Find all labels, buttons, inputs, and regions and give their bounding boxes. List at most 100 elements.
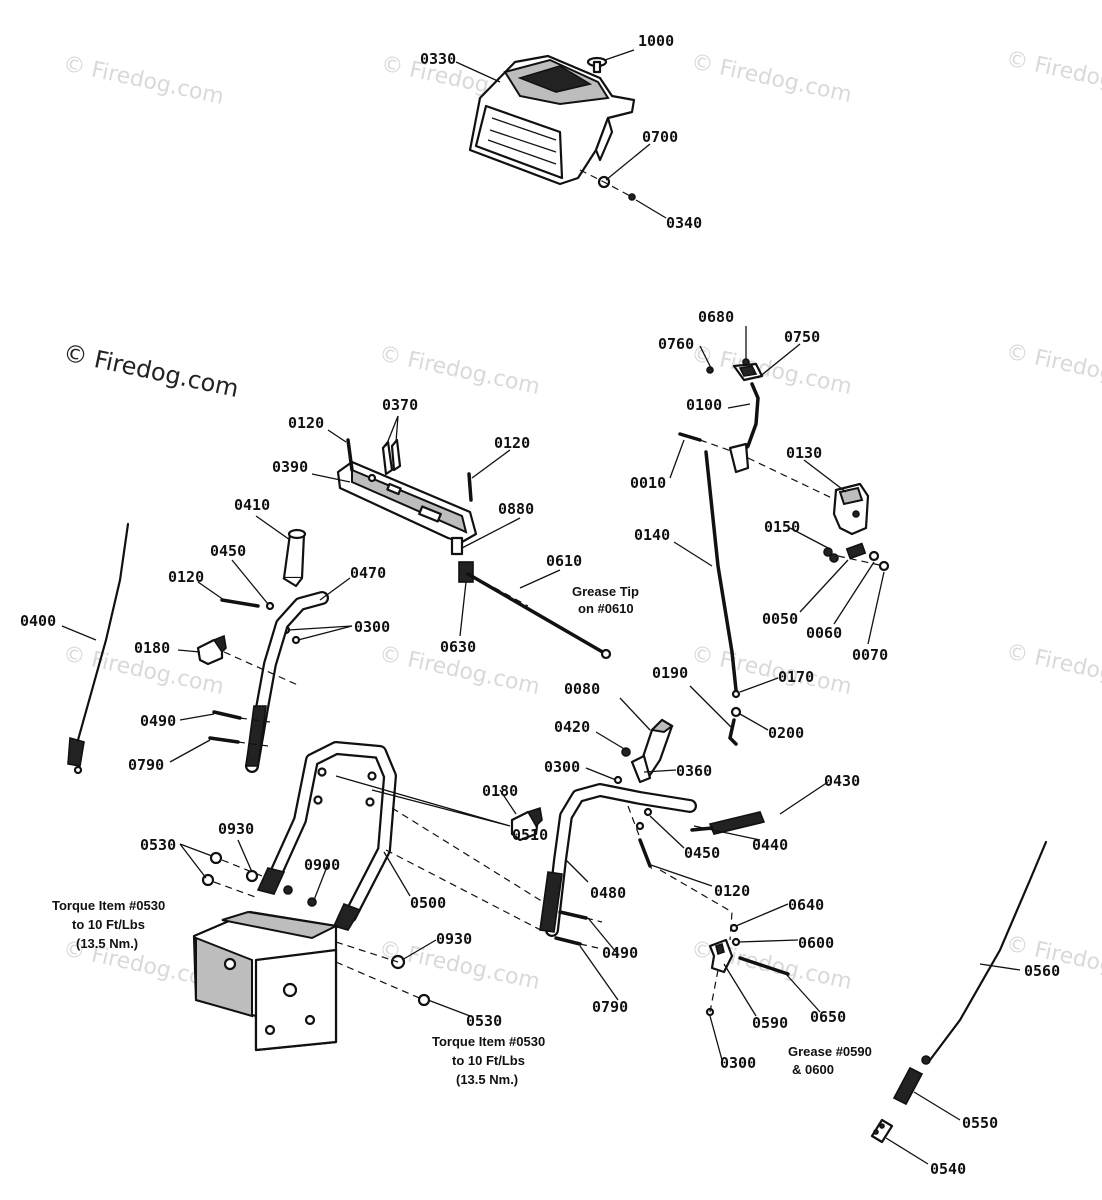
label-0050: 0050 xyxy=(762,610,798,628)
label-0120: 0120 xyxy=(494,434,530,452)
shift-rod-0140 xyxy=(704,450,738,692)
note-torque-left: Torque Item #0530 xyxy=(52,898,165,913)
label-0750: 0750 xyxy=(784,328,820,346)
watermark: © Firedog.com xyxy=(689,49,854,107)
spring-0650 xyxy=(738,956,790,976)
bracket-0130 xyxy=(832,482,870,536)
label-0790: 0790 xyxy=(128,756,164,774)
label-0450: 0450 xyxy=(684,844,720,862)
cap-1000 xyxy=(586,56,608,74)
label-0410: 0410 xyxy=(234,496,270,514)
bolt-0790 xyxy=(208,736,240,744)
grip-0430 xyxy=(690,811,766,835)
label-0640: 0640 xyxy=(788,896,824,914)
spacer-0880 xyxy=(450,536,464,556)
washer-0900 xyxy=(283,885,317,907)
part-labels: 1000 0330 0700 0340 0680 0760 0750 0100 … xyxy=(20,32,1060,1178)
watermark-main: © Firedog.com xyxy=(61,338,241,403)
label-0930: 0930 xyxy=(218,820,254,838)
label-0190: 0190 xyxy=(652,664,688,682)
screw-0340 xyxy=(628,193,636,201)
nuts-0530-left xyxy=(201,851,223,887)
note-grease-tip: Grease Tip xyxy=(572,584,639,599)
label-0140: 0140 xyxy=(634,526,670,544)
clip-0180 xyxy=(510,806,543,842)
bolt-0790 xyxy=(554,936,582,946)
washer-0930 xyxy=(245,869,259,883)
upper-handle-right-0480 xyxy=(539,783,697,937)
bracket-0360 xyxy=(630,754,652,784)
label-0300: 0300 xyxy=(544,758,580,776)
end-0540 xyxy=(870,1118,894,1144)
frame-plate xyxy=(192,910,340,1052)
label-0420: 0420 xyxy=(554,718,590,736)
dash-panel-cover xyxy=(468,54,636,186)
bracket-0590 xyxy=(708,938,734,974)
label-0300: 0300 xyxy=(720,1054,756,1072)
label-0900: 0900 xyxy=(304,856,340,874)
pin-0450 xyxy=(265,601,275,611)
washer-0420 xyxy=(621,747,631,757)
label-0400: 0400 xyxy=(20,612,56,630)
washer-0200 xyxy=(730,706,742,718)
watermark: © Firedog.com xyxy=(1004,639,1102,697)
note-torque-left: to 10 Ft/Lbs xyxy=(72,917,145,932)
label-0100: 0100 xyxy=(686,396,722,414)
end-0190 xyxy=(728,718,738,746)
label-0170: 0170 xyxy=(778,668,814,686)
label-0450: 0450 xyxy=(210,542,246,560)
label-0130: 0130 xyxy=(786,444,822,462)
label-0370: 0370 xyxy=(382,396,418,414)
note-torque-bottom: Torque Item #0530 xyxy=(432,1034,545,1049)
label-0440: 0440 xyxy=(752,836,788,854)
note-grease-tip: on #0610 xyxy=(578,601,634,616)
label-0180: 0180 xyxy=(134,639,170,657)
spring-0630 xyxy=(458,561,474,583)
cable-0560 xyxy=(921,840,1048,1065)
panel-bracket-0390 xyxy=(336,460,478,544)
label-0630: 0630 xyxy=(440,638,476,656)
label-0530: 0530 xyxy=(466,1012,502,1030)
nut-0760 xyxy=(706,366,714,374)
label-0150: 0150 xyxy=(764,518,800,536)
label-0340: 0340 xyxy=(666,214,702,232)
label-0500: 0500 xyxy=(410,894,446,912)
lower-handle-0500 xyxy=(256,741,397,931)
bolts-0370 xyxy=(381,438,402,476)
pin-0440 xyxy=(643,807,653,817)
grip-0410 xyxy=(282,528,307,588)
label-0330: 0330 xyxy=(420,50,456,68)
note-torque-bottom: (13.5 Nm.) xyxy=(456,1072,518,1087)
upper-handle-left-0470 xyxy=(245,591,329,773)
pin-0010 xyxy=(678,432,702,442)
spring-0050 xyxy=(845,542,867,560)
label-0490: 0490 xyxy=(602,944,638,962)
label-0510: 0510 xyxy=(512,826,548,844)
label-0360: 0360 xyxy=(676,762,712,780)
label-0560: 0560 xyxy=(1024,962,1060,980)
label-0080: 0080 xyxy=(564,680,600,698)
label-0530: 0530 xyxy=(140,836,176,854)
label-0590: 0590 xyxy=(752,1014,788,1032)
label-0120: 0120 xyxy=(168,568,204,586)
leader-lines xyxy=(61,49,1021,1165)
label-0060: 0060 xyxy=(806,624,842,642)
watermark: © Firedog.com xyxy=(689,641,854,699)
label-0760: 0760 xyxy=(658,335,694,353)
label-0680: 0680 xyxy=(698,308,734,326)
nuts-0150 xyxy=(823,547,839,563)
nut-0070 xyxy=(878,560,890,572)
bolts-0510 xyxy=(313,767,377,807)
label-1000: 1000 xyxy=(638,32,674,50)
label-0540: 0540 xyxy=(930,1160,966,1178)
label-0120: 0120 xyxy=(714,882,750,900)
bolt-0120 xyxy=(346,438,354,472)
nut-0530 xyxy=(417,993,431,1007)
label-0550: 0550 xyxy=(962,1114,998,1132)
watermark: © Firedog.com xyxy=(1004,931,1102,989)
label-0430: 0430 xyxy=(824,772,860,790)
washer-0170 xyxy=(731,689,741,699)
label-0390: 0390 xyxy=(272,458,308,476)
